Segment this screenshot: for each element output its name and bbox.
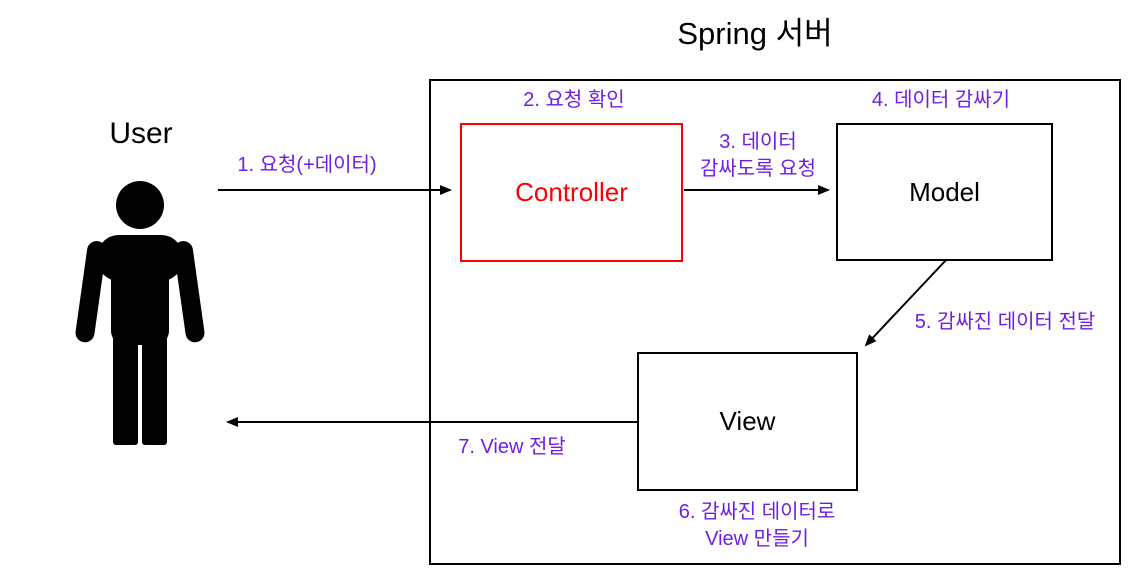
controller-box-label: Controller [515, 177, 628, 207]
view-box: View [637, 352, 858, 491]
model-box-label: Model [909, 176, 980, 207]
step6-label-line1: 6. 감싸진 데이터로 [678, 501, 836, 523]
step7-label: 7. View 전달 [458, 436, 566, 458]
step1-label: 1. 요청(+데이터) [237, 154, 377, 176]
step3-label-line2: 감싸도록 요청 [700, 158, 816, 180]
step3-label-line1: 3. 데이터 [719, 131, 797, 153]
step3-label: 3. 데이터 감싸도록 요청 [682, 129, 834, 183]
step4-label: 4. 데이터 감싸기 [871, 89, 1011, 111]
model-box: Model [836, 123, 1053, 261]
view-box-label: View [719, 406, 776, 436]
person-silhouette-icon [75, 181, 205, 445]
user-actor-label: User [109, 117, 173, 150]
step5-label: 5. 감싸진 데이터 전달 [914, 311, 1096, 333]
diagram-title: Spring 서버 [677, 16, 833, 51]
controller-box: Controller [460, 123, 683, 262]
step6-label-line2: View 만들기 [705, 528, 809, 550]
arrow-model-to-view [864, 258, 948, 347]
step2-label: 2. 요청 확인 [523, 89, 625, 111]
spring-server-boundary [429, 79, 1121, 565]
step6-label: 6. 감싸진 데이터로 View 만들기 [637, 499, 877, 553]
